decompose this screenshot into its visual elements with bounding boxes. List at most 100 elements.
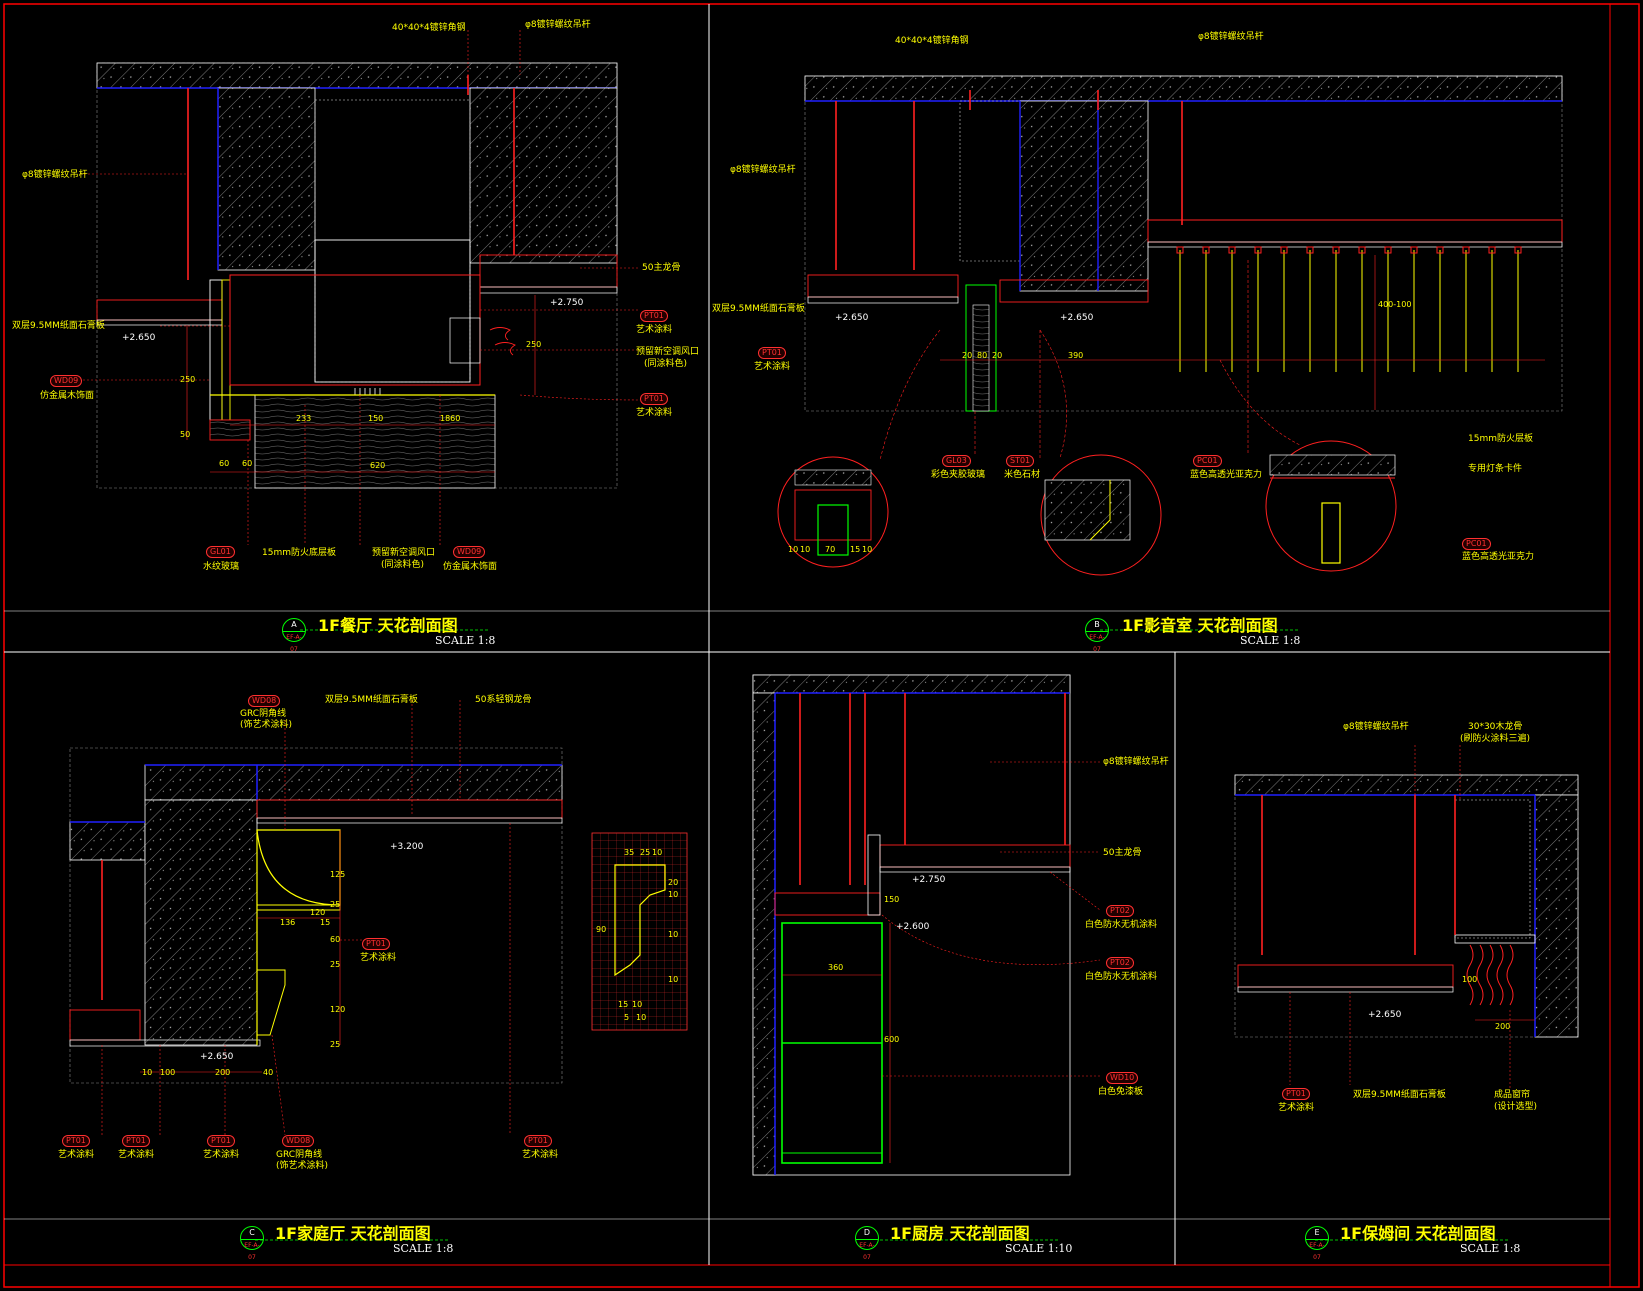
level-a-1: +2.650 [122, 333, 156, 343]
level-b-1: +2.650 [835, 313, 869, 323]
label-b-glass: 彩色夹胶玻璃 [931, 470, 986, 480]
beam-a-left [217, 87, 316, 271]
dim-c-40: 40 [263, 1068, 274, 1077]
label-a-wood2: 仿金属木饰面 [443, 562, 498, 572]
dim-md-10e: 10 [632, 1000, 643, 1009]
panel-a-title: 1F餐厅 天花剖面图 [318, 616, 458, 635]
tag-c-wd08: WD08 [248, 695, 281, 707]
level-c-2: +2.650 [200, 1052, 234, 1062]
dim-b-20: 20 [962, 351, 973, 360]
label-c-moulding2: (饰艺术涂料) [240, 720, 293, 730]
dim-a-50: 50 [180, 430, 191, 439]
strip-clip [1488, 246, 1496, 254]
label-c-b2: 艺术涂料 [118, 1150, 155, 1160]
label-b-paint: 艺术涂料 [754, 362, 791, 372]
dim-a-620: 620 [370, 461, 386, 470]
label-a-vent2: (同涂料色) [644, 359, 688, 369]
tag-b-st01: ST01 [1006, 455, 1035, 467]
dim-md-10b: 10 [668, 890, 679, 899]
panel-b-scale: SCALE 1:8 [1240, 634, 1301, 647]
label-d-rod: φ8镀锌螺纹吊杆 [1103, 757, 1169, 767]
label-b-stone: 米色石材 [1004, 470, 1041, 480]
dim-b-10b: 10 [800, 545, 811, 554]
dim-md-10a: 10 [652, 848, 663, 857]
tag-d-pt02-1: PT02 [1106, 905, 1134, 917]
detail-circle-1 [777, 456, 889, 568]
dim-c-60: 60 [330, 935, 341, 944]
label-b-rod-top: φ8镀锌螺纹吊杆 [1198, 32, 1264, 42]
label-b-rod-left: φ8镀锌螺纹吊杆 [730, 165, 796, 175]
tag-a-pt01-1: PT01 [640, 310, 668, 322]
strip-clip [1306, 246, 1314, 254]
dim-b-15: 15 [850, 545, 861, 554]
dim-c-125: 125 [330, 870, 346, 879]
dim-d-600: 600 [884, 1035, 900, 1044]
label-c-board: 双层9.5MM纸面石膏板 [325, 695, 418, 705]
label-a-rod-top: φ8镀锌螺纹吊杆 [525, 20, 591, 30]
grc-cove [256, 829, 341, 906]
dim-d-360: 360 [828, 963, 844, 972]
label-c-b1: 艺术涂料 [58, 1150, 95, 1160]
label-a-fireboard: 15mm防火底层板 [262, 548, 336, 558]
tag-c-b5: PT01 [524, 1135, 552, 1147]
panel-b-drawing [777, 75, 1563, 576]
label-e-paint: 艺术涂料 [1278, 1103, 1315, 1113]
label-a-paint2: 艺术涂料 [636, 408, 673, 418]
panel-c-scale: SCALE 1:8 [393, 1242, 454, 1255]
tag-c-pt01: PT01 [362, 938, 390, 950]
dim-md-35: 35 [624, 848, 635, 857]
label-d-paint2: 白色防水无机涂料 [1085, 972, 1158, 982]
strip-clip [1332, 246, 1340, 254]
panel-e-scale: SCALE 1:8 [1460, 1242, 1521, 1255]
detail-circle-2 [1040, 454, 1162, 576]
sideboard-a [254, 394, 496, 489]
panel-d-scale: SCALE 1:10 [1005, 1242, 1073, 1255]
label-b-fire: 15mm防火层板 [1468, 434, 1533, 444]
strip-clip [1462, 246, 1470, 254]
level-d-1: +2.750 [912, 875, 946, 885]
dim-c-100: 100 [160, 1068, 176, 1077]
strip-clip [1514, 246, 1522, 254]
tag-c-b3: PT01 [207, 1135, 235, 1147]
label-c-b4: GRC阴角线 [276, 1150, 323, 1160]
dim-a-250: 250 [180, 375, 196, 384]
dim-b-400-100: 400-100 [1378, 300, 1412, 309]
label-c-keel: 50系轻钢龙骨 [475, 695, 532, 705]
tag-c-b4: WD08 [282, 1135, 315, 1147]
panel-e-drawing [1234, 745, 1579, 1090]
dim-d-150: 150 [884, 895, 900, 904]
strip-clip [1410, 246, 1418, 254]
dim-c-136: 136 [280, 918, 296, 927]
moulding-detail [591, 832, 688, 1031]
level-b-2: +2.650 [1060, 313, 1094, 323]
acrylic-strips [1176, 246, 1522, 372]
level-e: +2.650 [1368, 1010, 1402, 1020]
tag-b-pc01: PC01 [1193, 455, 1222, 467]
panel-d-drawing [752, 674, 1101, 1176]
label-e-curtain: 成品窗帘 [1494, 1090, 1531, 1100]
dim-b-10c: 10 [862, 545, 873, 554]
strip-clip [1280, 246, 1288, 254]
label-a-vent: 预留新空调风口 [636, 347, 700, 357]
dim-b-20b: 20 [992, 351, 1003, 360]
wall-c [144, 799, 258, 1046]
label-b-board: 双层9.5MM纸面石膏板 [712, 304, 805, 314]
tag-d-wd10: WD10 [1106, 1072, 1139, 1084]
dim-c-25a: 25 [330, 900, 341, 909]
strip-clip [1228, 246, 1236, 254]
label-a-paint1: 艺术涂料 [636, 325, 673, 335]
level-c-1: +3.200 [390, 842, 424, 852]
label-d-main-keel: 50主龙骨 [1103, 848, 1142, 858]
dim-b-390: 390 [1068, 351, 1084, 360]
dim-c-10: 10 [142, 1068, 153, 1077]
tag-b-pt01: PT01 [758, 347, 786, 359]
label-c-b3: 艺术涂料 [203, 1150, 240, 1160]
dim-a-233: 233 [296, 414, 312, 423]
tag-a-pt01-2: PT01 [640, 393, 668, 405]
label-a-board: 双层9.5MM纸面石膏板 [12, 321, 105, 331]
beam-b [1019, 100, 1149, 292]
